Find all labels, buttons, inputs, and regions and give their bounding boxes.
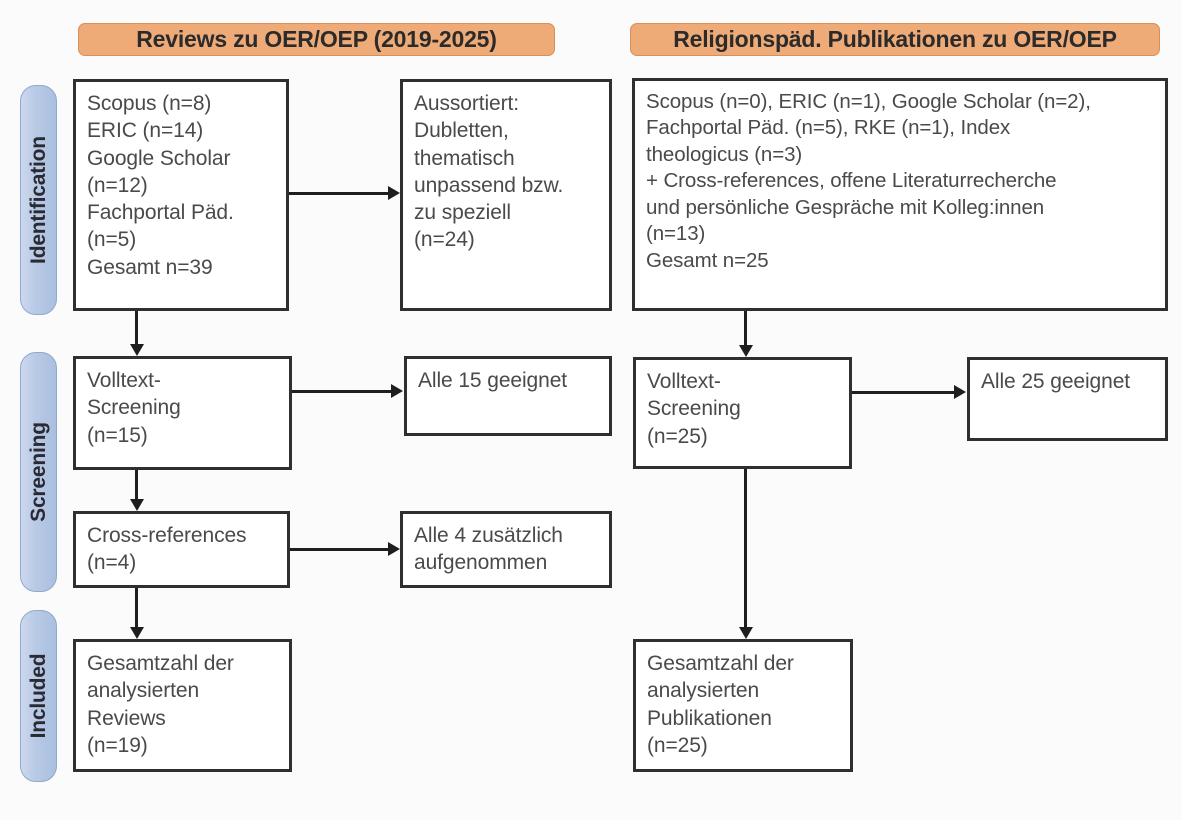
stage-label-included-text: Included: [26, 653, 50, 739]
node-left-screening: Volltext- Screening (n=15): [73, 356, 292, 470]
connector-right-identification-to-screening: [744, 311, 747, 346]
connector-left-identification-to-screening: [135, 311, 138, 345]
connector-left-crossrefs-to-included: [135, 588, 138, 630]
node-left-excluded: Aussortiert: Dubletten, thematisch unpas…: [400, 79, 612, 311]
stage-label-identification: Identification: [20, 85, 57, 315]
stage-label-included: Included: [20, 610, 57, 782]
connector-left-screening-to-result: [292, 390, 392, 393]
connector-right-screening-to-result: [852, 391, 955, 394]
arrowhead-right-screening-to-result: [954, 385, 966, 399]
arrowhead-left-screening-to-result: [391, 384, 403, 398]
arrowhead-left-crossrefs-to-included: [130, 627, 144, 639]
node-right-screening-result: Alle 25 geeignet: [967, 357, 1168, 441]
node-right-screening: Volltext- Screening (n=25): [633, 357, 852, 469]
connector-left-crossrefs-to-result: [290, 548, 389, 551]
node-right-included: Gesamtzahl der analysierten Publikatione…: [633, 639, 853, 772]
connector-left-screening-to-crossrefs: [135, 470, 138, 502]
stage-label-screening: Screening: [20, 352, 57, 592]
node-right-identification: Scopus (n=0), ERIC (n=1), Google Scholar…: [632, 78, 1168, 311]
stage-label-identification-text: Identification: [26, 136, 50, 264]
node-left-included: Gesamtzahl der analysierten Reviews (n=1…: [73, 639, 292, 772]
arrowhead-right-screening-to-included: [739, 627, 753, 639]
node-left-identification: Scopus (n=8) ERIC (n=14) Google Scholar …: [73, 79, 289, 311]
node-left-crossrefs: Cross-references (n=4): [73, 511, 290, 588]
column-header-left: Reviews zu OER/OEP (2019-2025): [78, 23, 555, 56]
node-left-crossrefs-result: Alle 4 zusätzlich aufgenommen: [400, 511, 612, 588]
connector-right-screening-to-included: [744, 469, 747, 630]
column-header-right: Religionspäd. Publikationen zu OER/OEP: [630, 23, 1160, 56]
node-left-screening-result: Alle 15 geeignet: [404, 356, 612, 436]
arrowhead-left-crossrefs-to-result: [388, 542, 400, 556]
arrowhead-left-screening-to-crossrefs: [130, 499, 144, 511]
arrowhead-right-identification-to-screening: [739, 345, 753, 357]
arrowhead-left-identification-to-excluded: [388, 186, 400, 200]
arrowhead-left-identification-to-screening: [130, 344, 144, 356]
connector-left-identification-to-excluded: [289, 192, 389, 195]
stage-label-screening-text: Screening: [26, 422, 50, 522]
